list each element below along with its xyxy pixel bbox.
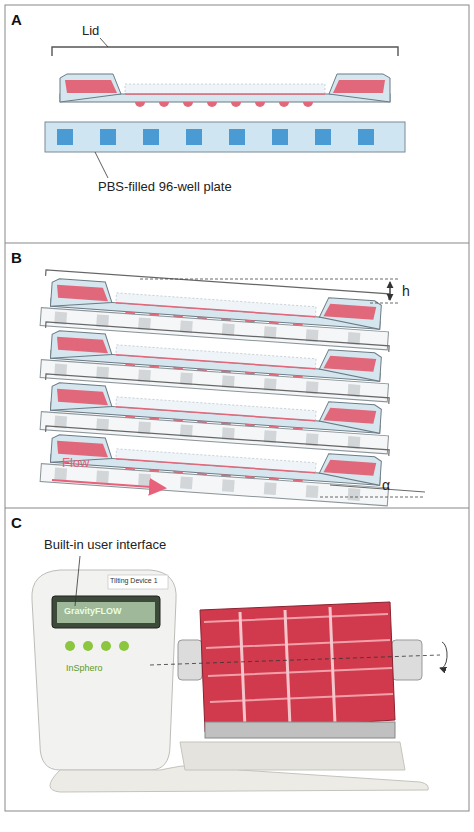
- part-label: PBS-filled 96-well plate: [98, 180, 232, 194]
- part-label: Lid: [82, 24, 99, 38]
- device-sticker: Tilting Device 1: [110, 577, 158, 585]
- panel-letter: C: [11, 515, 22, 532]
- flow-label: Flow: [62, 456, 89, 470]
- dimension-label: h: [402, 284, 410, 299]
- part-label: Built-in user interface: [44, 538, 166, 552]
- angle-label: α: [382, 478, 390, 493]
- device-logo: InSphero: [66, 664, 103, 674]
- device-brand: GravityFLOW: [64, 607, 122, 617]
- panel-letter: B: [11, 250, 22, 267]
- panel-letter: A: [11, 12, 22, 29]
